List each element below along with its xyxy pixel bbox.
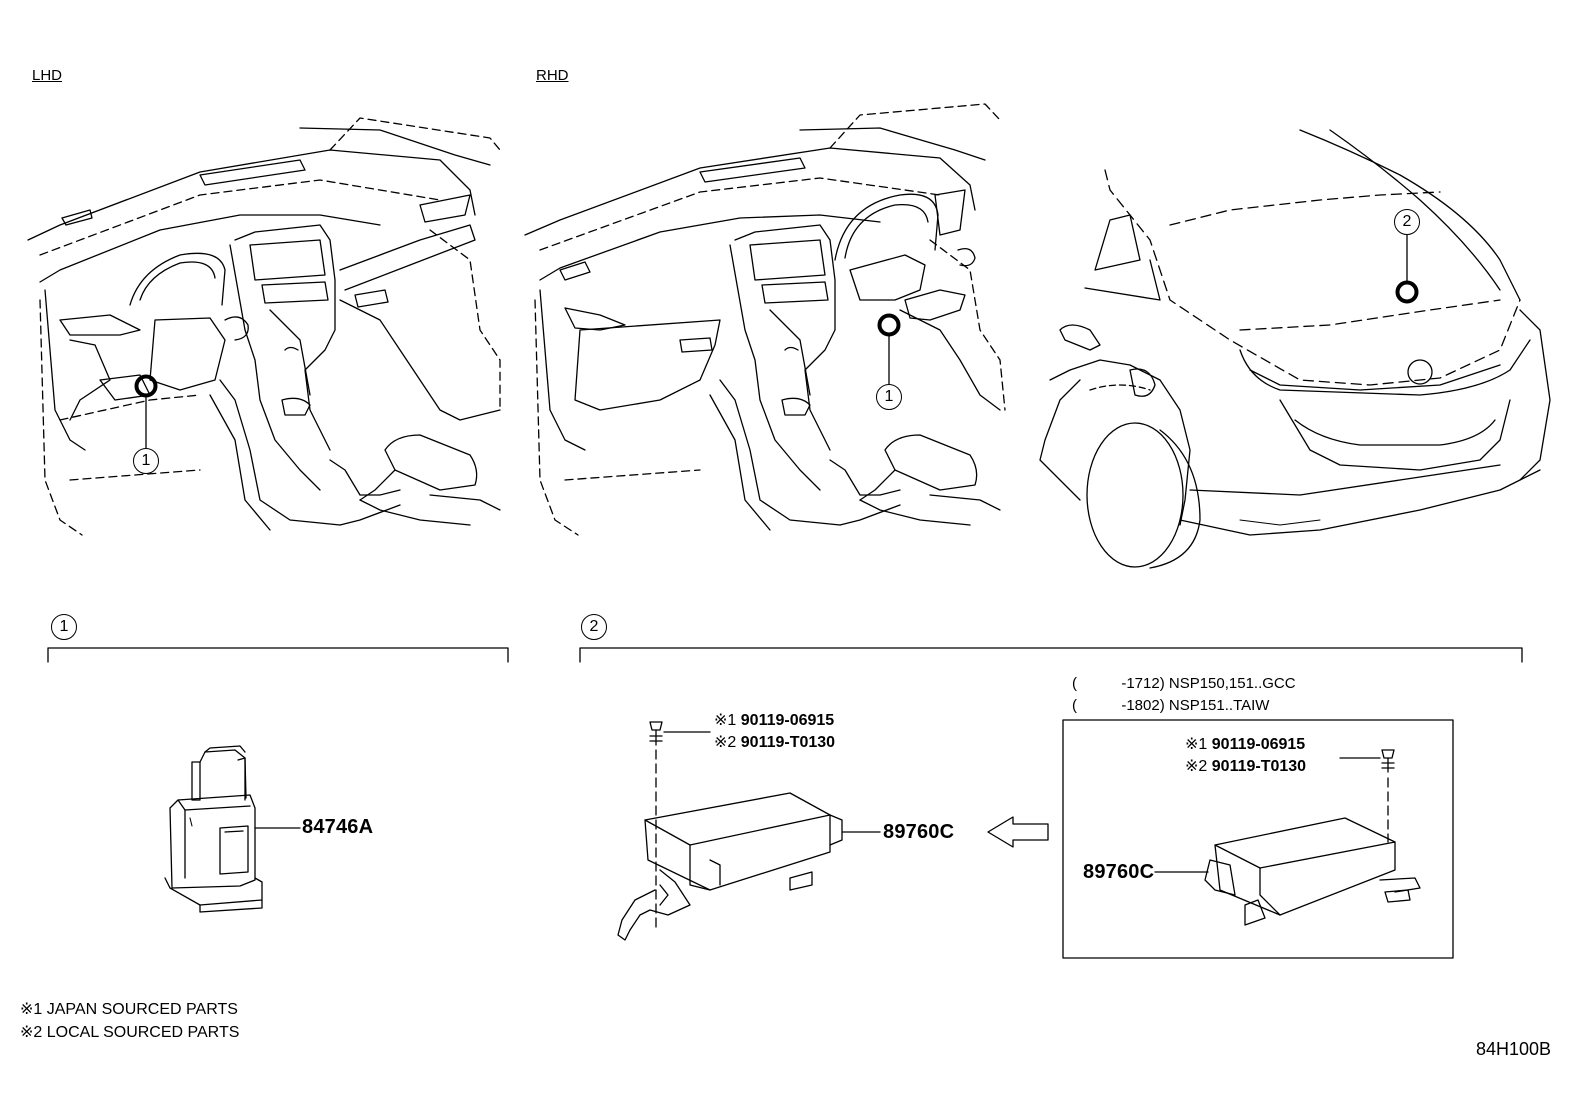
- section-2-number[interactable]: 2: [581, 614, 607, 640]
- module-89760c-illustration: [617, 721, 881, 941]
- lhd-callout-1[interactable]: 1: [133, 448, 159, 474]
- bolt-main-number-1[interactable]: 90119-06915: [740, 712, 835, 729]
- rhd-dashboard-illustration: [524, 103, 1006, 536]
- bolt-alt-mark-2: ※2: [1185, 758, 1208, 775]
- part-number-84746a[interactable]: 84746A: [302, 816, 374, 838]
- rhd-view-label: RHD: [536, 67, 569, 84]
- replacement-arrow: [987, 816, 1049, 848]
- part-number-89760c-alt[interactable]: 89760C: [1083, 861, 1155, 883]
- applicability-line-2: ( -1802) NSP151..TAIW: [1072, 698, 1269, 713]
- switch-84746a-illustration: [164, 745, 301, 913]
- vehicle-rear-illustration: [1039, 129, 1551, 569]
- bolt-alt-line-1: ※1 90119-06915: [1185, 737, 1305, 753]
- applicability-paren-2: (: [1072, 697, 1077, 714]
- section-1-bracket: [47, 647, 509, 663]
- section-2-bracket: [579, 647, 1523, 663]
- rear-location-marker: [1395, 280, 1419, 304]
- section-1-number[interactable]: 1: [51, 614, 77, 640]
- bolt-alt-number-1[interactable]: 90119-06915: [1211, 736, 1306, 753]
- lhd-view-label: LHD: [32, 67, 63, 84]
- bolt-alt-mark-1: ※1: [1185, 736, 1208, 753]
- legend-note-1: ※1 JAPAN SOURCED PARTS: [20, 1001, 238, 1018]
- bolt-main-mark-1: ※1: [714, 712, 737, 729]
- lhd-dashboard-illustration: [27, 117, 501, 536]
- part-number-89760c-main[interactable]: 89760C: [883, 821, 955, 843]
- rear-callout-2[interactable]: 2: [1394, 209, 1420, 235]
- bolt-alt-line-2: ※2 90119-T0130: [1185, 759, 1306, 775]
- bolt-main-mark-2: ※2: [714, 734, 737, 751]
- module-89760c-alt-illustration: [1154, 749, 1421, 926]
- alternative-module-frame: [1062, 719, 1454, 959]
- applicability-paren-1: (: [1072, 675, 1077, 692]
- bolt-main-line-1: ※1 90119-06915: [714, 713, 834, 729]
- diagram-code: 84H100B: [1476, 1039, 1552, 1059]
- rhd-callout-1[interactable]: 1: [876, 384, 902, 410]
- applicability-text-1: -1712) NSP150,151..GCC: [1121, 675, 1296, 692]
- legend-note-2: ※2 LOCAL SOURCED PARTS: [20, 1024, 240, 1041]
- applicability-line-1: ( -1712) NSP150,151..GCC: [1072, 676, 1296, 691]
- lhd-location-marker: [134, 374, 158, 398]
- bolt-main-number-2[interactable]: 90119-T0130: [740, 734, 836, 751]
- bolt-alt-number-2[interactable]: 90119-T0130: [1211, 758, 1307, 775]
- rhd-location-marker: [877, 313, 901, 337]
- applicability-text-2: -1802) NSP151..TAIW: [1121, 697, 1270, 714]
- bolt-main-line-2: ※2 90119-T0130: [714, 735, 835, 751]
